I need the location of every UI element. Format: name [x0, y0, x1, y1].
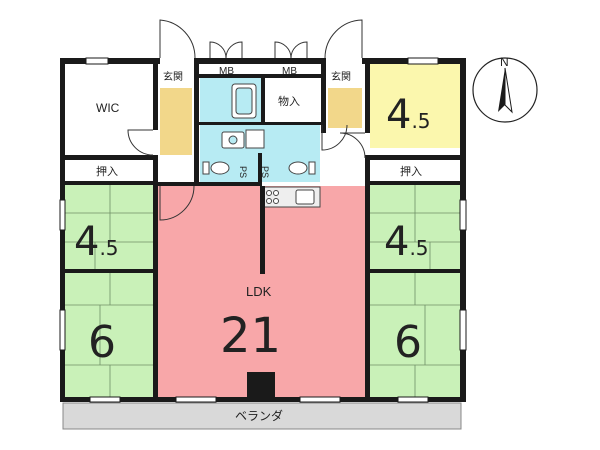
veranda-label: ベランダ	[235, 408, 283, 423]
bathtub-inner-icon	[235, 87, 253, 115]
door-mb-right-icon	[274, 41, 308, 59]
oshiire-left-label: 押入	[96, 164, 118, 178]
doors	[127, 19, 366, 221]
room-right-6-size: 6	[394, 317, 422, 368]
oshiire-left-room	[64, 160, 154, 182]
genkan-left-step	[160, 88, 192, 155]
compass: N	[472, 55, 538, 123]
ps-left-label: PS	[238, 166, 248, 178]
mb-right-label: MB	[282, 66, 297, 77]
genkan-left-label: 玄関	[163, 70, 183, 83]
room-left-4-5	[64, 185, 154, 270]
monoire-room	[264, 78, 322, 122]
stove-burner-icon	[266, 198, 272, 204]
room-right-top-size-main: 4	[386, 92, 411, 138]
toilet-right-tank-icon	[308, 161, 316, 175]
toilet-right-icon	[288, 161, 308, 175]
wic-room	[64, 63, 154, 148]
ldk-label: LDK	[246, 284, 272, 299]
labels: WIC 玄関 MB MB 玄関 物入 押入 押入 PS PS 4.5 4.5 4…	[74, 66, 431, 423]
ldk-size: 21	[220, 308, 281, 364]
room-left-4-5-size-main: 4	[74, 219, 99, 265]
stove-burner-icon	[273, 198, 279, 204]
room-right-top-size: 4.5	[386, 92, 431, 138]
mb-left-label: MB	[219, 66, 234, 77]
washing-machine-icon	[245, 129, 265, 149]
stove-burner-icon	[273, 190, 279, 196]
washbasin-bowl-icon	[228, 135, 238, 145]
door-genkan-ldk-icon	[159, 185, 195, 221]
toilet-left-tank-icon	[202, 161, 210, 175]
room-right-top-4-5	[370, 63, 460, 148]
oshiire-right-room	[370, 160, 460, 182]
room-right-4-5-size-main: 4	[384, 219, 409, 265]
compass-needle-light-icon	[504, 67, 513, 114]
room-left-6	[64, 273, 154, 398]
door-wet-area-icon	[321, 124, 348, 151]
toilet-left-icon	[210, 161, 230, 175]
veranda-area	[62, 402, 462, 430]
genkan-right-step	[328, 88, 362, 128]
ps-right-label: PS	[260, 166, 270, 178]
tatami-lines	[64, 185, 460, 398]
door-right-hall-icon	[339, 132, 366, 159]
stove-burner-icon	[266, 190, 272, 196]
genkan-right-label: 玄関	[331, 70, 351, 83]
door-mb-left-icon	[209, 41, 243, 59]
room-left-4-5-size: 4.5	[74, 219, 119, 265]
wic-label: WIC	[96, 101, 120, 115]
room-left-4-5-size-frac: .5	[99, 236, 118, 260]
monoire-label: 物入	[278, 94, 300, 108]
windows	[59, 57, 467, 403]
door-entrance-left-icon	[159, 19, 196, 59]
oshiire-right-label: 押入	[400, 164, 422, 178]
fixtures	[202, 83, 321, 208]
room-right-top-size-frac: .5	[411, 109, 430, 133]
room-right-4-5-size-frac: .5	[409, 236, 428, 260]
room-left-6-size: 6	[88, 317, 116, 368]
door-wic-icon	[127, 129, 154, 156]
room-fills	[62, 63, 462, 430]
kitchen-sink-icon	[295, 189, 315, 205]
room-right-4-5-size: 4.5	[384, 219, 429, 265]
door-entrance-right-icon	[324, 19, 363, 59]
compass-north-label: N	[500, 55, 509, 69]
compass-needle-dark-icon	[498, 68, 505, 112]
